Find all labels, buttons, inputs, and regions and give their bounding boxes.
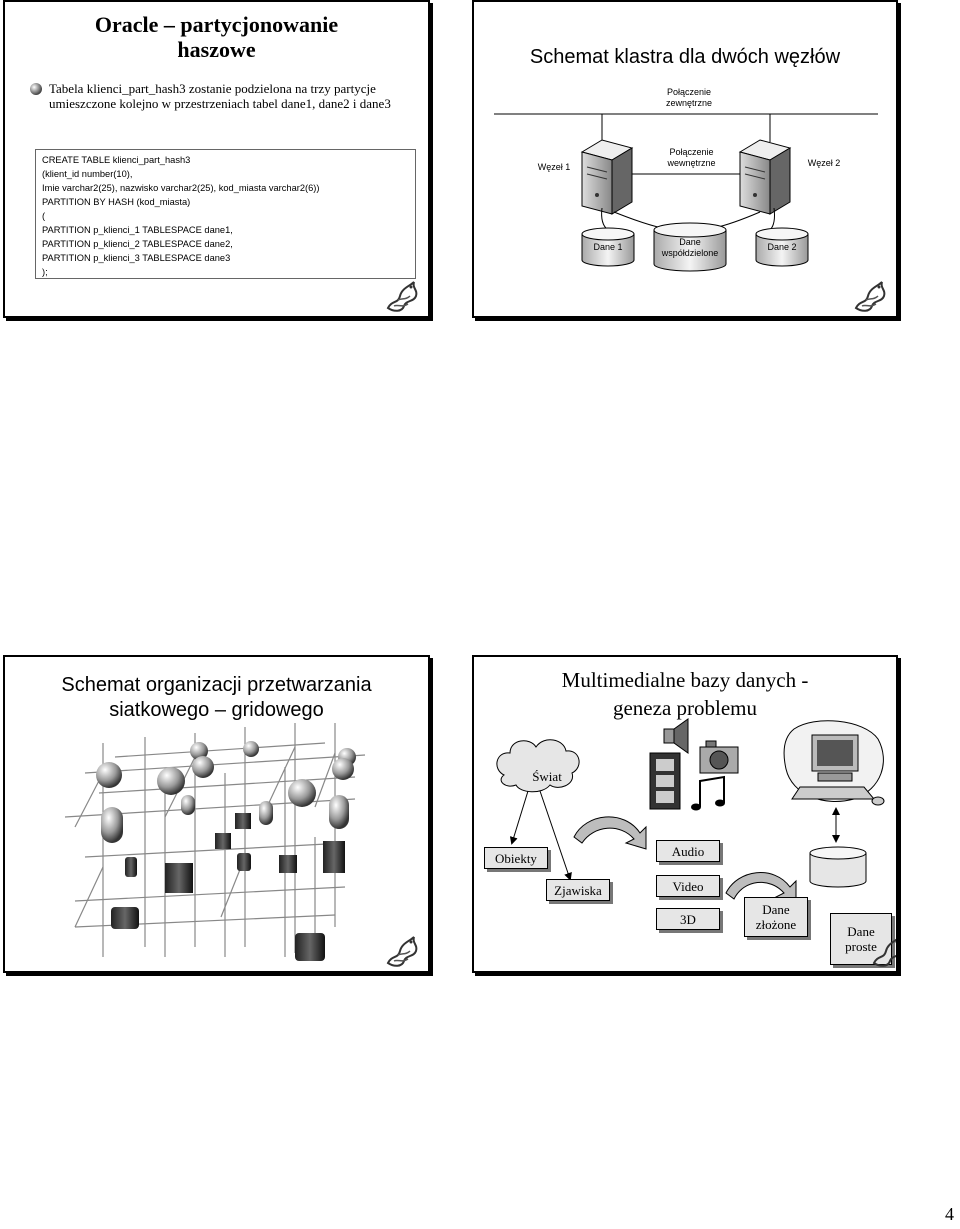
data-2-label: Dane 2 <box>767 242 797 252</box>
audio-box: Audio <box>656 840 720 862</box>
code-line: ( <box>42 211 46 221</box>
node-1-label: Węzeł 1 <box>537 162 571 172</box>
multimedia-diagram <box>496 718 885 904</box>
cube-node <box>165 863 193 893</box>
slide-title: Schemat organizacji przetwarzania siatko… <box>5 673 428 723</box>
dragon-logo-icon <box>854 281 886 312</box>
dragon-logo-icon <box>872 938 896 967</box>
database-cylinder-icon <box>809 846 867 888</box>
external-connection-label: Połączenie zewnętrzne <box>665 87 713 108</box>
cylinder-node <box>125 857 137 877</box>
data-2-cylinder-icon <box>755 227 809 267</box>
slide-grid-processing: Schemat organizacji przetwarzania siatko… <box>3 655 430 973</box>
capsule-node <box>181 795 195 815</box>
server-2-icon <box>738 139 792 215</box>
shared-data-cylinder-icon <box>653 222 727 272</box>
code-line: PARTITION p_klienci_2 TABLESPACE dane2, <box>42 239 233 249</box>
film-strip-icon <box>649 752 681 810</box>
slide-title: Oracle – partycjonowanie haszowe <box>5 12 428 62</box>
code-line: CREATE TABLE klienci_part_hash3 <box>42 155 191 165</box>
code-line: (klient_id number(10), <box>42 169 133 179</box>
slide-cluster-schema: Schemat klastra dla dwóch węzłów Połącze… <box>472 0 898 318</box>
node-2-label: Węzeł 2 <box>807 158 841 168</box>
title-line-1: Oracle – partycjonowanie <box>94 12 339 37</box>
title-line-2: geneza problemu <box>612 696 758 720</box>
capsule-node <box>329 795 349 829</box>
speaker-icon <box>663 718 689 754</box>
sphere-node <box>243 741 259 757</box>
slide-multimedia-databases: Multimedialne bazy danych - geneza probl… <box>472 655 898 973</box>
dragon-logo-icon <box>386 936 418 967</box>
sphere-node <box>157 767 185 795</box>
title-line-1: Multimedialne bazy danych - <box>561 668 809 692</box>
camera-icon <box>699 740 739 774</box>
cube-node <box>215 833 231 849</box>
world-cloud-icon <box>496 739 580 793</box>
title-line-2: haszowe <box>177 37 256 62</box>
code-line: Imie varchar2(25), nazwisko varchar2(25)… <box>42 183 320 193</box>
computer-icon <box>783 720 885 806</box>
cluster-diagram <box>494 113 878 272</box>
capsule-node <box>259 801 273 825</box>
sphere-node <box>288 779 316 807</box>
music-notes-icon <box>691 775 725 811</box>
slide-title: Multimedialne bazy danych - geneza probl… <box>474 666 896 722</box>
bullet-item: Tabela klienci_part_hash3 zostanie podzi… <box>29 81 419 111</box>
world-label: Świat <box>532 768 562 784</box>
code-line: PARTITION p_klienci_3 TABLESPACE dane3 <box>42 253 231 263</box>
title-line-1: Schemat organizacji przetwarzania <box>61 674 372 696</box>
shared-data-label: Dane współdzielone <box>661 237 719 258</box>
sphere-node <box>192 756 214 778</box>
internal-connection-label: Połączenie wewnętrzne <box>667 147 716 168</box>
cube-node <box>279 855 297 873</box>
phenomena-box: Zjawiska <box>546 879 610 901</box>
slide-title: Schemat klastra dla dwóch węzłów <box>529 46 841 68</box>
code-line: ); <box>42 267 48 277</box>
cylinder-node <box>237 853 251 871</box>
data-1-label: Dane 1 <box>593 242 623 252</box>
grid-3d-illustration <box>64 723 366 961</box>
cube-node <box>235 813 251 829</box>
sphere-node <box>332 758 354 780</box>
code-line: PARTITION BY HASH (kod_miasta) <box>42 197 191 207</box>
bullet-text: Tabela klienci_part_hash3 zostanie podzi… <box>49 81 391 111</box>
cube-node <box>323 841 345 873</box>
sphere-node <box>190 742 208 760</box>
video-box: Video <box>656 875 720 897</box>
sphere-bullet-icon <box>30 83 42 95</box>
page-number: 4 <box>945 1204 954 1224</box>
data-1-cylinder-icon <box>581 227 635 267</box>
curved-arrow-icon <box>573 816 647 850</box>
sql-code-box: CREATE TABLE klienci_part_hash3 (klient_… <box>35 149 416 279</box>
3d-box: 3D <box>656 908 720 930</box>
slide-oracle-hash-partitioning: Oracle – partycjonowanie haszowe Tabela … <box>3 0 430 318</box>
dragon-logo-icon <box>386 281 418 312</box>
title-line-2: siatkowego – gridowego <box>109 699 324 721</box>
capsule-node <box>101 807 123 843</box>
cylinder-node <box>111 907 139 929</box>
cylinder-node <box>295 933 325 961</box>
sphere-node <box>96 762 122 788</box>
code-line: PARTITION p_klienci_1 TABLESPACE dane1, <box>42 225 233 235</box>
server-1-icon <box>580 139 634 215</box>
objects-box: Obiekty <box>484 847 548 869</box>
